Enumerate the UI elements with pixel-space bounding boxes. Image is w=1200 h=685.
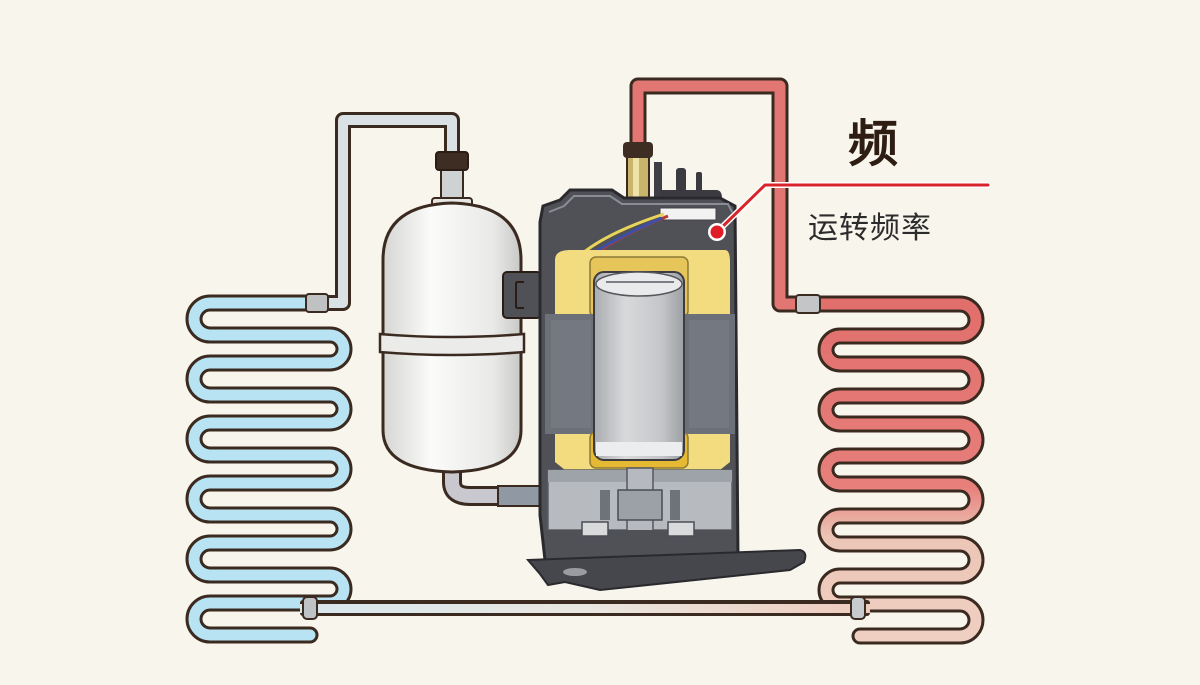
rotary-compressor bbox=[525, 142, 807, 592]
suction-pipe bbox=[305, 112, 460, 313]
frequency-callout bbox=[708, 182, 991, 241]
discharge-cap bbox=[623, 142, 653, 158]
evaporator-coil bbox=[185, 294, 353, 644]
pipe-joint-left bbox=[302, 596, 318, 620]
condenser-coil bbox=[809, 295, 985, 645]
pipe-joint-suction bbox=[305, 293, 329, 313]
liquid-line-pipe bbox=[300, 596, 870, 620]
compressor-base bbox=[525, 548, 807, 592]
accumulator-tank bbox=[378, 151, 543, 507]
rotor bbox=[593, 271, 685, 461]
operating-frequency-label: 运转频率 bbox=[808, 211, 932, 246]
pipe-joint-discharge bbox=[795, 294, 821, 314]
tank-cap bbox=[435, 151, 469, 171]
tank-bracket bbox=[502, 271, 542, 319]
discharge-pipe bbox=[629, 77, 821, 314]
callout-line bbox=[715, 183, 990, 234]
pipe-joint-right bbox=[850, 596, 866, 620]
frequency-title: 频 bbox=[848, 115, 899, 173]
